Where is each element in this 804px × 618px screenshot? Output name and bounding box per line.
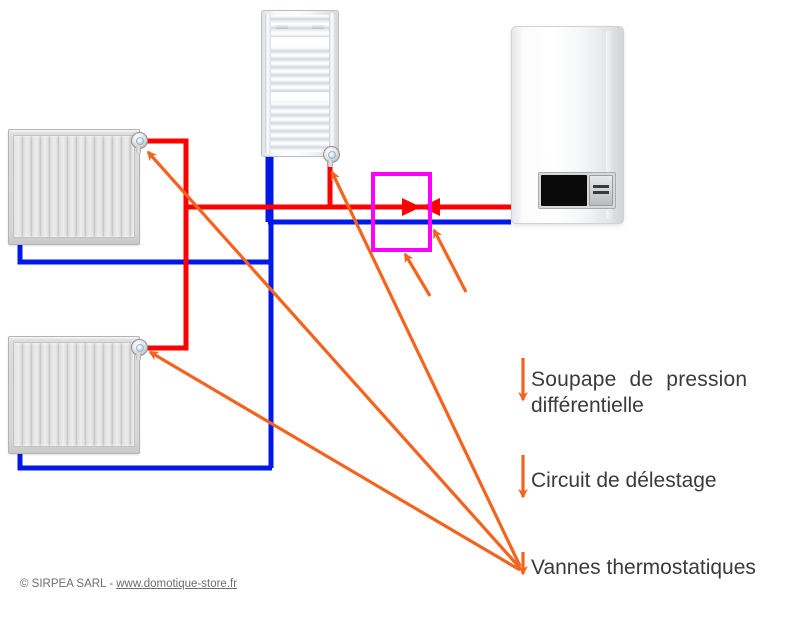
radiator-top-cap — [12, 131, 136, 134]
label-soupape-line1: Soupape de pression — [531, 368, 748, 391]
thermostatic-valve-radiator-top[interactable] — [131, 132, 148, 153]
thermostatic-valve-towel-radiator[interactable] — [323, 146, 340, 167]
radiator-bottom-fins — [13, 342, 135, 447]
credit-prefix: © SIRPEA SARL - — [20, 578, 117, 590]
radiator-bottom — [8, 336, 140, 454]
valve-head-dial — [135, 344, 144, 352]
boiler-control-buttons[interactable] — [589, 175, 613, 206]
boiler-sheen — [538, 32, 558, 155]
label-delestage: Circuit de délestage — [531, 469, 717, 492]
towel-radiator-gap-upper — [268, 37, 332, 46]
flow-radiator-top — [140, 138, 189, 207]
towel-radiator-post-right — [329, 13, 335, 154]
leader-vannes-radiator-top — [146, 150, 522, 570]
valve-stem — [328, 160, 333, 167]
leader-soupape-to-box — [403, 252, 432, 297]
return-radiator-bottom — [17, 452, 272, 471]
label-soupape-line2: différentielle — [531, 394, 644, 417]
valve-head-dial — [135, 137, 144, 145]
towel-radiator — [261, 10, 339, 157]
thermostatic-valve-radiator-bottom[interactable] — [131, 339, 148, 360]
valve-stem — [136, 353, 141, 360]
credit-url-link[interactable]: www.domotique-store.fr — [116, 578, 238, 590]
leader-vannes-towel — [330, 170, 522, 567]
boiler-button-lower[interactable] — [593, 191, 609, 194]
boiler-edge-highlight — [606, 30, 616, 220]
boiler — [511, 26, 624, 224]
valve-stem — [136, 146, 141, 153]
leader-vannes-radiator-bottom — [148, 350, 521, 572]
towel-radiator-bracket-right — [312, 25, 324, 29]
towel-radiator-post-left — [265, 13, 271, 154]
boiler-lcd-screen — [541, 175, 587, 206]
flow-radiator-bottom — [140, 207, 189, 351]
copyright-credit: © SIRPEA SARL - www.domotique-store.fr — [20, 578, 237, 590]
valve-head-dial — [327, 151, 336, 159]
leader-delestage-to-bypass — [432, 228, 468, 293]
radiator-top — [8, 129, 140, 245]
boiler-button-upper[interactable] — [593, 185, 609, 188]
radiator-bottom-cap — [12, 338, 136, 341]
label-vannes: Vannes thermostatiques — [531, 556, 756, 579]
towel-radiator-gap-mid — [268, 92, 332, 101]
differential-pressure-valve-box — [371, 172, 432, 252]
boiler-display-panel[interactable] — [538, 172, 616, 209]
radiator-top-fins — [13, 135, 135, 238]
towel-radiator-bracket-left — [276, 25, 288, 29]
